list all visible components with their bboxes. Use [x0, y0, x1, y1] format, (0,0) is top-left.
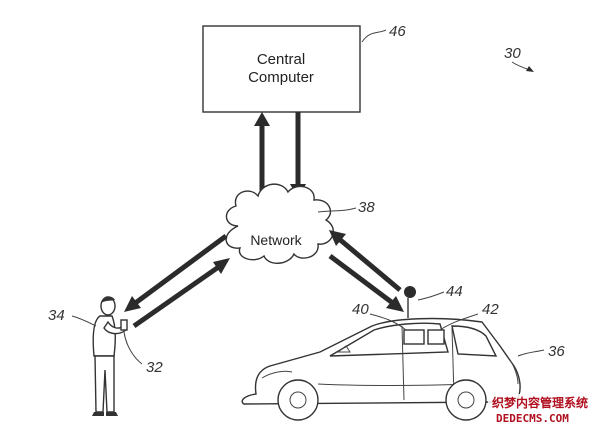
watermark-bg — [488, 394, 594, 426]
vehicle-rear-hub — [457, 391, 475, 409]
vehicle-windows — [329, 322, 449, 357]
central-computer-label-line1: Central — [257, 51, 305, 68]
antenna-leader — [417, 291, 445, 301]
controller-ref: 40 — [352, 301, 369, 318]
vehicle-antenna — [404, 286, 416, 318]
device-ref: 32 — [146, 359, 163, 376]
vehicle-rear-window — [451, 325, 498, 357]
antenna-ball — [404, 286, 416, 298]
device-leader — [123, 331, 143, 365]
sensor-leader — [439, 313, 479, 331]
figure-ref-arrow — [511, 61, 531, 71]
person-ref: 34 — [48, 307, 65, 324]
network-cloud: Network — [225, 183, 335, 264]
central-computer-box — [202, 25, 361, 113]
arrow-device-to-network — [132, 263, 222, 329]
network-leader — [317, 207, 357, 213]
person-hair — [101, 296, 115, 303]
arrow-network-to-device — [132, 233, 228, 307]
person-figure — [92, 296, 127, 416]
arrowhead-to-network-left — [213, 258, 230, 274]
central-computer-label-line2: Computer — [248, 69, 314, 86]
vehicle-front-light — [261, 370, 293, 379]
figure-ref: 30 — [504, 45, 521, 62]
person-network-arrows — [124, 233, 230, 329]
vehicle-figure — [241, 317, 521, 421]
vehicle-controller-module — [403, 329, 425, 345]
handheld-device-icon — [120, 319, 128, 331]
network-label: Network — [250, 232, 302, 248]
vehicle-rear-light — [509, 359, 519, 385]
central-computer-node: Central Computer — [202, 25, 361, 113]
computer-network-arrows — [254, 112, 306, 200]
person-leader — [71, 315, 97, 327]
arrow-vehicle-to-network — [336, 236, 402, 292]
vehicle-mirror — [336, 345, 351, 353]
handheld-device — [120, 319, 128, 331]
vehicle-network-arrows — [328, 230, 404, 312]
watermark: 织梦内容管理系统 DEDECMS.COM — [488, 394, 594, 426]
arrowhead-up — [254, 112, 270, 126]
arrowhead-to-network-right — [329, 230, 346, 246]
vehicle-leader — [517, 349, 545, 357]
vehicle-rear-wheel — [445, 379, 487, 421]
central-computer-ref: 46 — [389, 23, 406, 40]
arrowhead-to-device — [124, 296, 141, 312]
person-shoes — [92, 412, 118, 416]
vehicle-body — [241, 317, 521, 405]
sensor-ref: 42 — [482, 301, 499, 318]
vehicle-front-hub — [289, 391, 307, 409]
network-ref: 38 — [358, 199, 375, 216]
vehicle-door-line — [401, 325, 405, 401]
antenna-ref: 44 — [446, 283, 463, 300]
arrowhead-to-vehicle — [386, 296, 404, 312]
vehicle-sensor-module — [427, 329, 445, 345]
controller-leader — [369, 313, 407, 331]
person-legs — [94, 355, 115, 413]
vehicle-ref: 36 — [548, 343, 565, 360]
arrow-network-to-vehicle — [328, 254, 396, 306]
person-torso — [92, 315, 117, 357]
sensor-box — [427, 329, 445, 345]
central-computer-leader — [361, 29, 387, 43]
controller-box — [403, 329, 425, 345]
vehicle-front-wheel — [277, 379, 319, 421]
figure-ref-arrowhead — [526, 66, 534, 72]
watermark-line2: DEDECMS.COM — [496, 412, 569, 425]
network-cloud-shape — [225, 183, 335, 264]
watermark-line1: 织梦内容管理系统 — [492, 395, 588, 410]
